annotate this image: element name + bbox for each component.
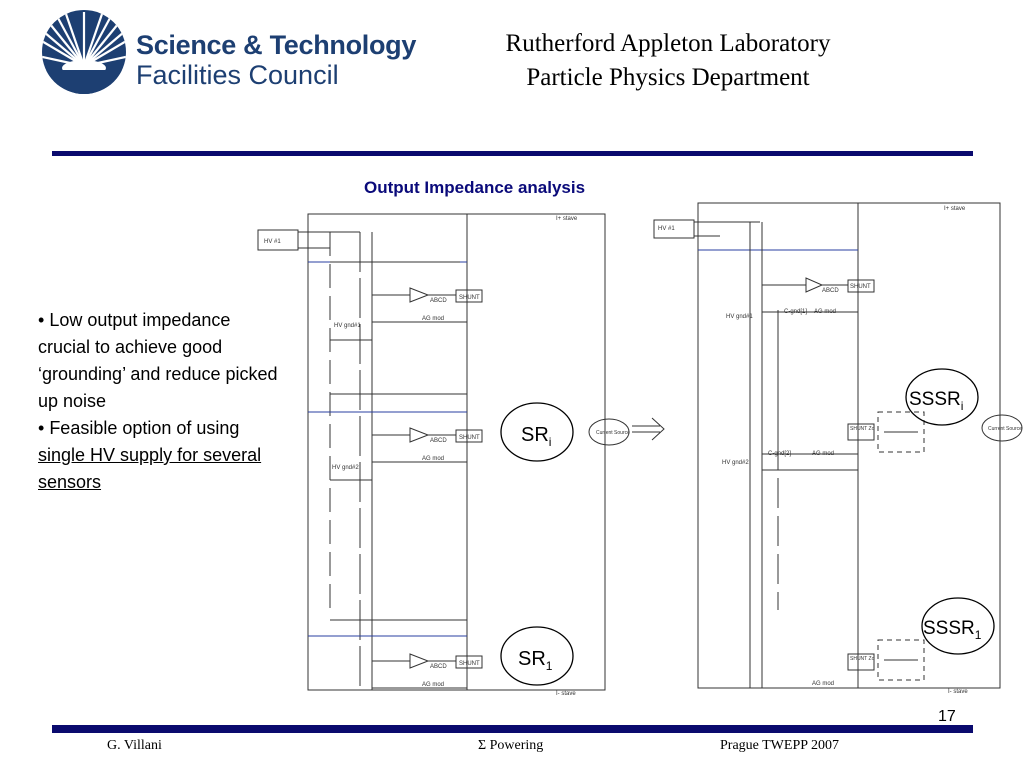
footer-topic: Σ Powering: [478, 738, 544, 753]
stfc-sunburst-icon: [42, 10, 126, 94]
bullet-text: Feasible option of using: [49, 418, 240, 438]
left-shunt-label: SHUNT: [459, 661, 480, 667]
right-cgnd2-label: C-gnd[2]: [768, 451, 791, 457]
footer-divider: [52, 725, 973, 733]
right-stave-bottom-label: I- stave: [948, 689, 968, 695]
bullet-underlined-text: single HV supply for several sensors: [38, 445, 262, 492]
page-number: 17: [938, 708, 956, 725]
right-agmod-label: AG mod: [814, 309, 836, 315]
right-frame: [697, 202, 1001, 689]
left-hvgnd1-label: HV gnd#1: [334, 323, 361, 329]
bullet-item: • Low output impedance crucial to achiev…: [38, 310, 278, 411]
bullet-item: • Feasible option of using single HV sup…: [38, 418, 262, 492]
right-current-source-label: Current Source: [988, 426, 1022, 432]
sr-1-label: SR1: [518, 648, 553, 673]
left-abcd-label: ABCD: [430, 664, 447, 670]
header-divider: [52, 151, 973, 156]
sssr-i-label: SSSRi: [909, 389, 963, 413]
right-shunt-zo-label: SHUNT Zo: [850, 656, 875, 662]
left-stave-top-label: I+ stave: [556, 216, 578, 222]
left-shunt-label: SHUNT: [459, 435, 480, 441]
right-cgnd1-label: C-gnd[1]: [784, 309, 807, 315]
bullet-list: • Low output impedance crucial to achiev…: [38, 307, 278, 496]
department-name: Particle Physics Department: [526, 64, 810, 91]
sssr-1-label: SSSR1: [923, 618, 982, 642]
sr-i-label: SRi: [521, 424, 551, 449]
org-name-line2: Facilities Council: [136, 60, 339, 90]
slide-title: Output Impedance analysis: [364, 178, 586, 197]
left-shunt-label: SHUNT: [459, 295, 480, 301]
right-hvgnd2-label: HV gnd#2: [722, 460, 749, 466]
left-frame: [307, 213, 606, 691]
footer-author: G. Villani: [107, 738, 162, 753]
right-hvgnd1-label: HV gnd#1: [726, 314, 753, 320]
left-abcd-label: ABCD: [430, 438, 447, 444]
right-agmod-label: AG mod: [812, 681, 834, 687]
right-stave-top-label: I+ stave: [944, 206, 966, 212]
lab-name: Rutherford Appleton Laboratory: [505, 30, 831, 57]
right-shunt-label: SHUNT: [850, 284, 871, 290]
right-agmod-label: AG mod: [812, 451, 834, 457]
stfc-logo: [36, 6, 416, 98]
left-agmod-label: AG mod: [422, 316, 444, 322]
left-schematic: [257, 213, 665, 691]
footer-event: Prague TWEPP 2007: [720, 738, 839, 753]
left-hv-label: HV #1: [264, 239, 281, 245]
right-abcd-label: ABCD: [822, 288, 839, 294]
left-agmod-label: AG mod: [422, 456, 444, 462]
bullet-text: Low output impedance crucial to achieve …: [38, 310, 278, 411]
right-hv-label: HV #1: [658, 226, 675, 232]
org-name-line1: Science & Technology: [136, 30, 417, 60]
left-abcd-label: ABCD: [430, 298, 447, 304]
left-stave-bottom-label: I- stave: [556, 691, 576, 697]
left-current-source-label: Current Source: [596, 430, 630, 436]
left-agmod-label: AG mod: [422, 682, 444, 688]
right-shunt-zo-label: SHUNT Zo: [850, 426, 875, 432]
right-schematic: [653, 202, 1023, 689]
circuit-diagram: HV #1 I+ stave I- stave ABCD SHUNT AG mo…: [257, 202, 1023, 697]
left-hvgnd2-label: HV gnd#2: [332, 465, 359, 471]
